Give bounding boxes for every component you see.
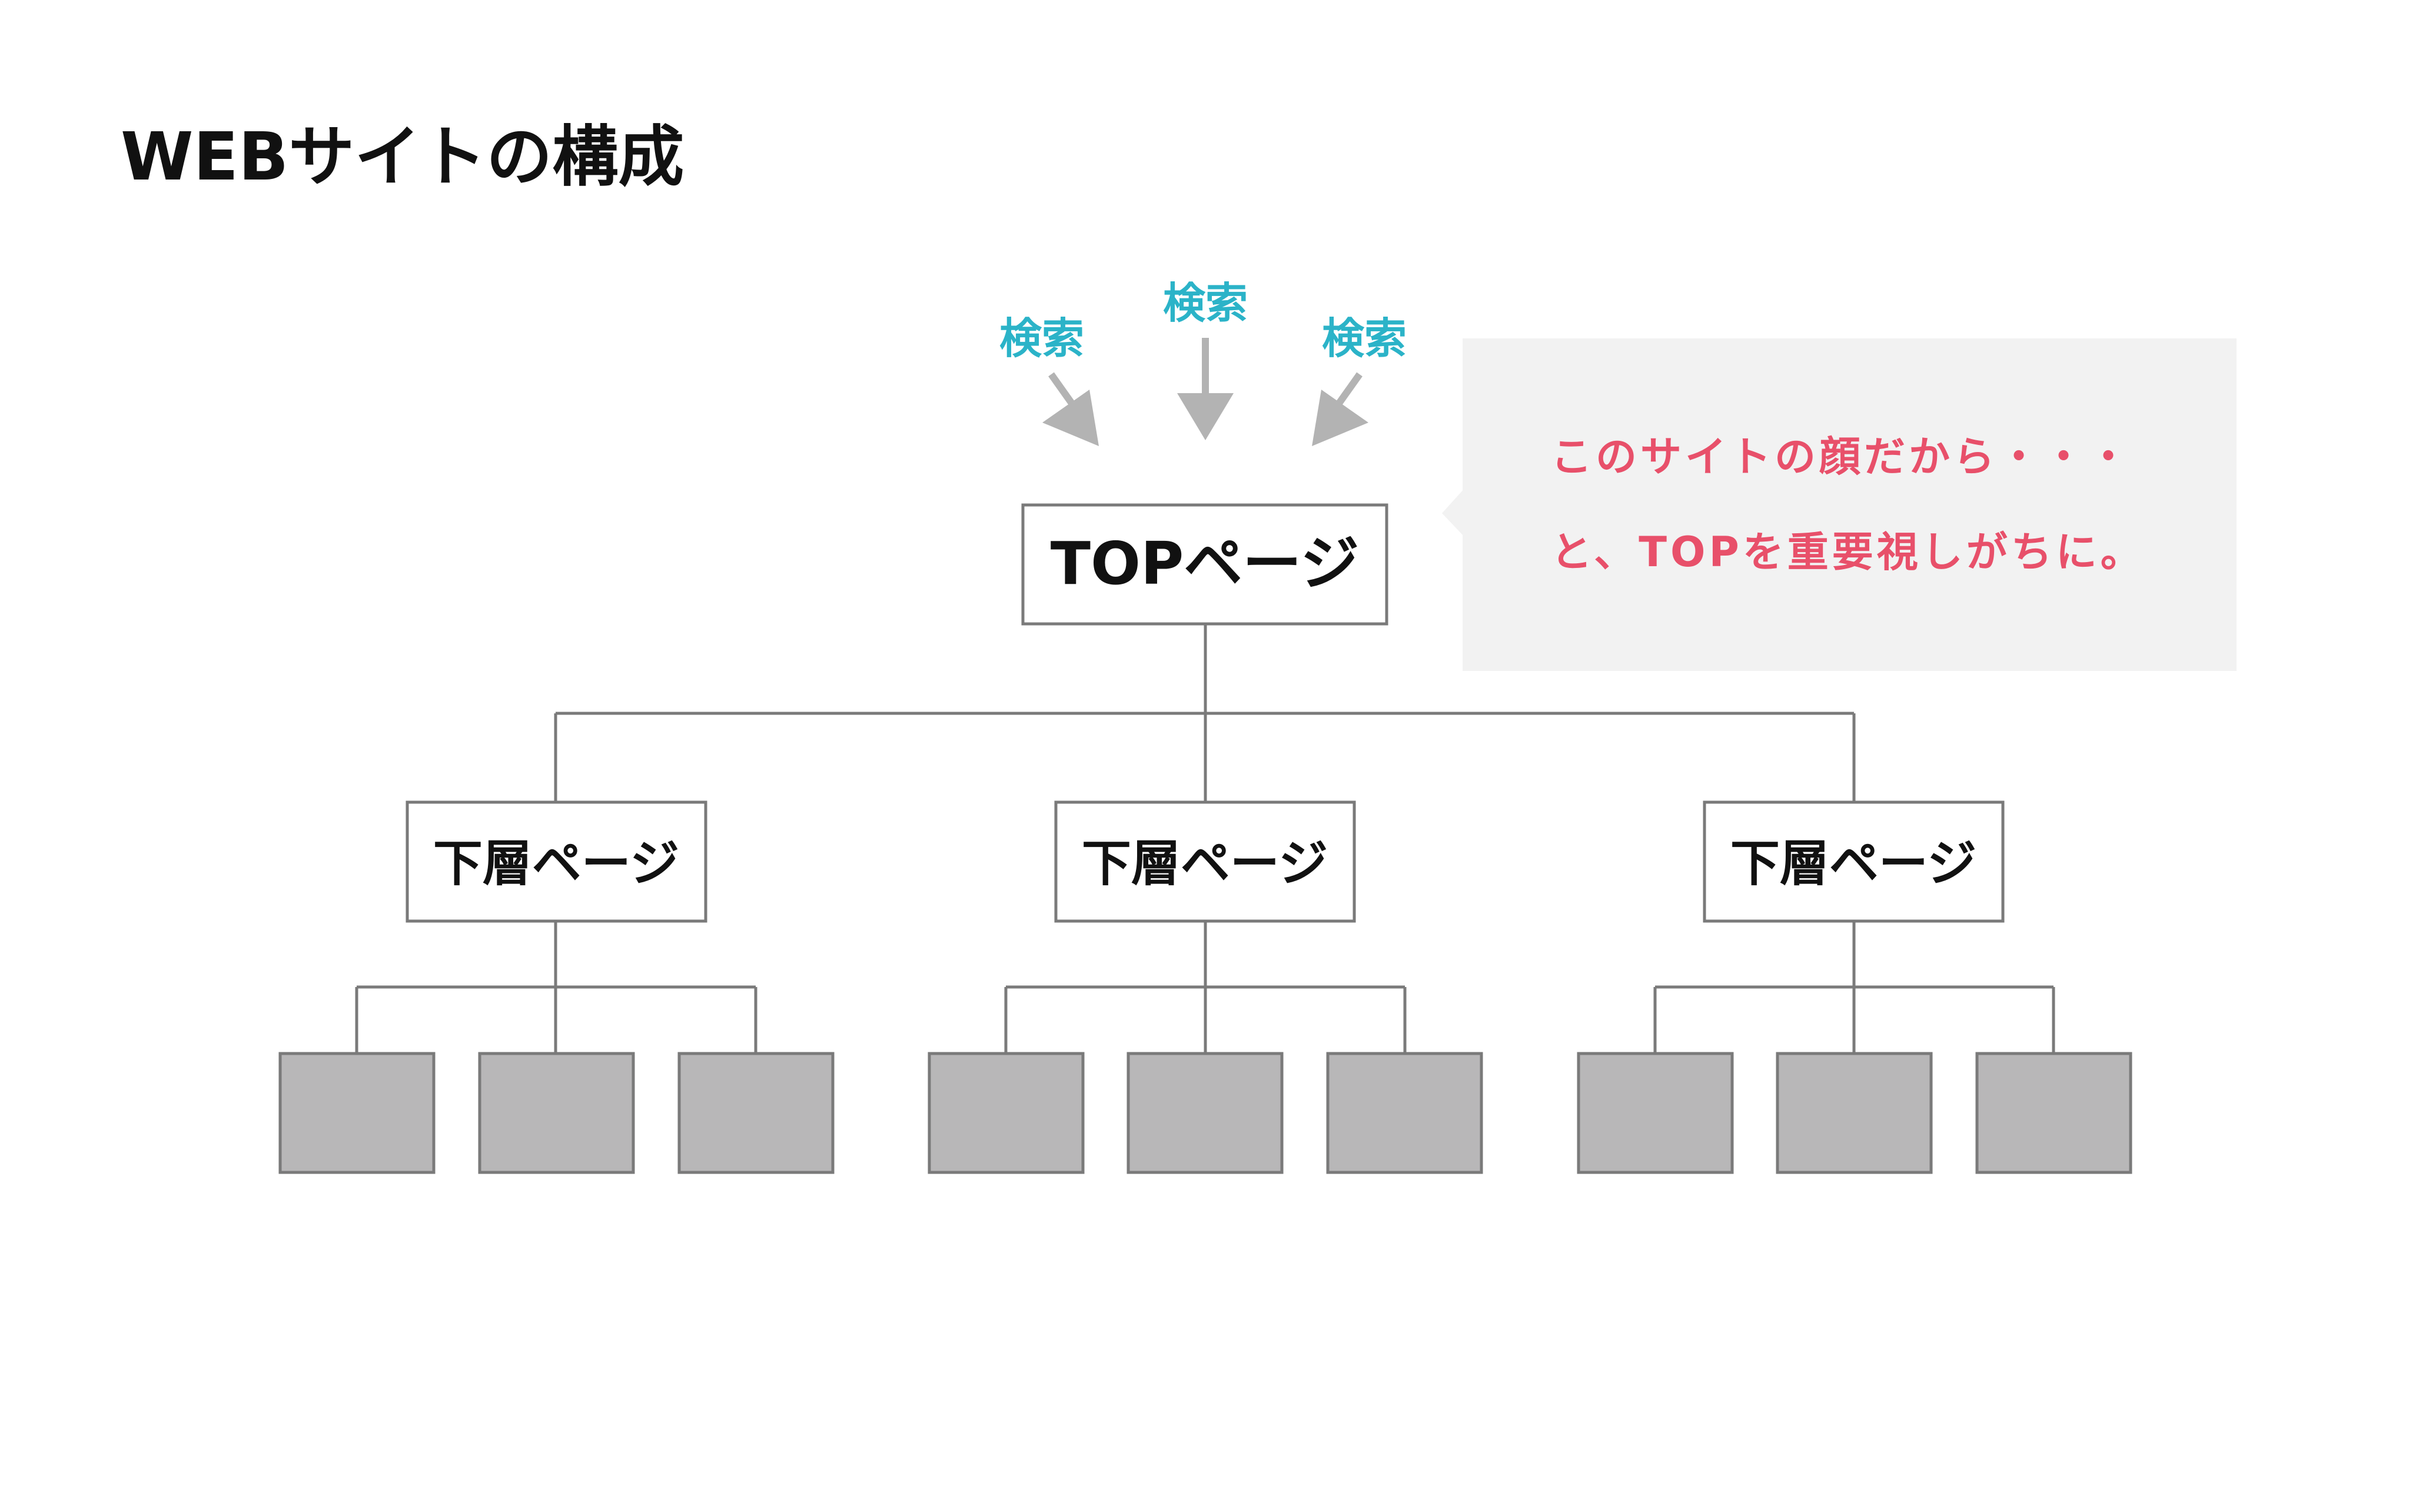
page-title: WEBサイトの構成	[121, 119, 684, 195]
search-label-right: 検索	[1322, 314, 1407, 363]
sub-page-label: 下層ページ	[1730, 835, 1976, 892]
leaf-page-box	[1127, 1052, 1284, 1174]
callout-line-1: このサイトの顔だから・・・	[1551, 433, 2132, 481]
sub-page-node-2: 下層ページ	[1054, 800, 1356, 923]
sub-page-label: 下層ページ	[433, 835, 679, 892]
leaf-page-box	[478, 1052, 635, 1174]
leaf-page-box	[1776, 1052, 1933, 1174]
top-page-node: TOPページ	[1021, 503, 1388, 626]
search-arrow-left	[1042, 372, 1099, 446]
search-label-center: 検索	[1163, 278, 1248, 328]
leaf-page-box	[1577, 1052, 1734, 1174]
leaf-page-box	[278, 1052, 436, 1174]
sub-page-node-3: 下層ページ	[1703, 800, 2005, 923]
callout-bubble	[1442, 338, 2237, 671]
leaf-page-box	[677, 1052, 835, 1174]
sub-page-label: 下層ページ	[1082, 835, 1328, 892]
leaf-page-box	[928, 1052, 1085, 1174]
top-page-label: TOPページ	[1051, 529, 1360, 598]
leaf-pages	[278, 1052, 2132, 1174]
leaf-page-box	[1326, 1052, 1483, 1174]
sub-page-node-1: 下層ページ	[406, 800, 707, 923]
connector-lines	[355, 624, 2055, 1054]
search-label-left: 検索	[999, 314, 1084, 363]
callout-line-2: と、TOPを重要視しがちに。	[1551, 528, 2145, 576]
leaf-page-box	[1975, 1052, 2132, 1174]
search-arrow-center	[1177, 338, 1234, 440]
search-arrow-right	[1312, 372, 1368, 446]
